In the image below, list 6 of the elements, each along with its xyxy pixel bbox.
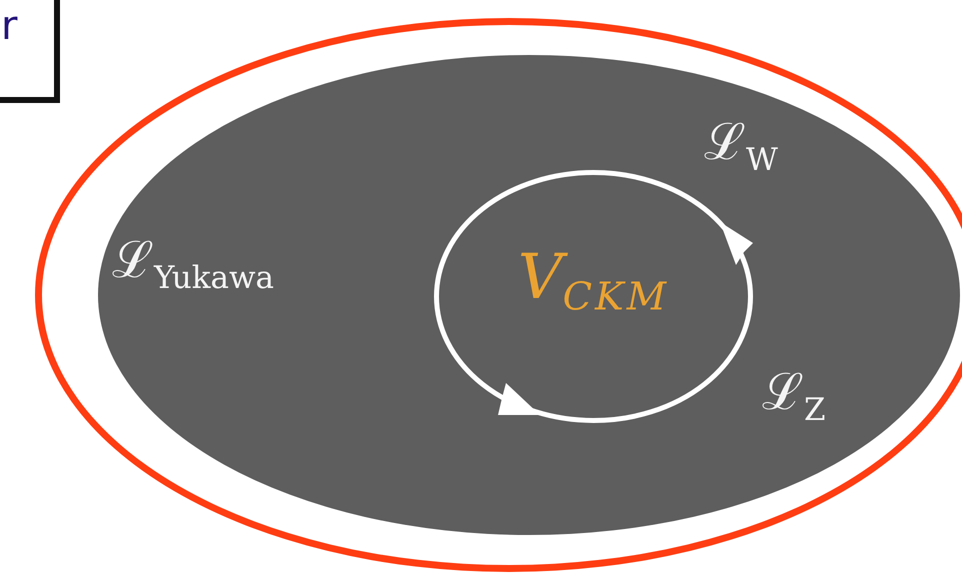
text-frame bbox=[0, 0, 60, 103]
heading-text: r bbox=[1, 6, 18, 46]
formula-label: ℒ$_{Z}$ bbox=[762, 367, 826, 426]
outline-ellipse bbox=[35, 18, 962, 572]
formula-label: ℒ$_{Yukawa}$ bbox=[112, 235, 274, 294]
formula-label: ℒ$_{W}$ bbox=[704, 117, 778, 176]
